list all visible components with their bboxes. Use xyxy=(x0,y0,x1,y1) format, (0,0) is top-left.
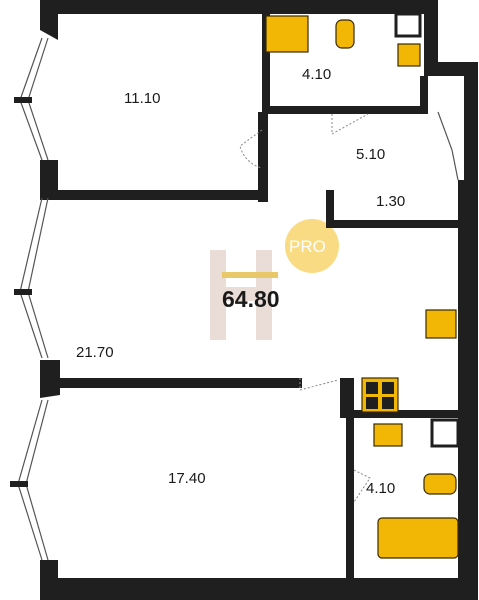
sink-icon xyxy=(425,309,457,339)
pro-badge: PRO xyxy=(289,237,326,256)
room-area-label: 17.40 xyxy=(168,470,206,487)
room-area-label: 4.10 xyxy=(302,66,332,83)
room-area-label: 21.70 xyxy=(76,344,114,361)
sink-icon xyxy=(265,15,309,53)
window-mullions xyxy=(10,97,32,487)
fixtures xyxy=(265,15,459,559)
room-area-label: 1.30 xyxy=(376,193,406,210)
stove-burners xyxy=(366,382,394,409)
bathtub-icon xyxy=(377,517,459,559)
sink-icon xyxy=(397,43,421,67)
sink-icon xyxy=(373,423,403,447)
room-area-label: 4.10 xyxy=(366,480,396,497)
room-area-label: 5.10 xyxy=(356,146,386,163)
total-area: 64.80 xyxy=(222,286,280,312)
toilet-icon xyxy=(335,19,355,49)
toilet-icon xyxy=(423,473,457,495)
walls xyxy=(40,0,478,600)
door-swings xyxy=(239,113,371,503)
room-area-label: 11.10 xyxy=(124,90,161,107)
watermark-logo xyxy=(210,219,339,340)
